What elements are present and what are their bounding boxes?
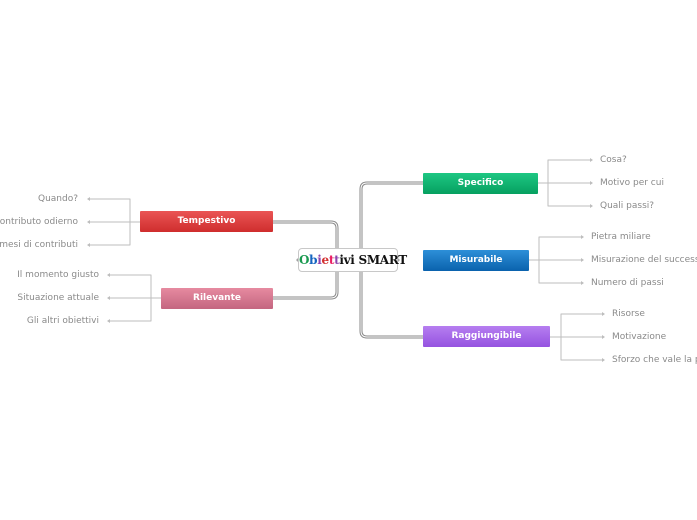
branch-misurabile[interactable]: Misurabile [423, 250, 529, 271]
leaf-tempestivo-mesi[interactable]: 6 mesi di contributi [0, 240, 78, 250]
central-letter: i [317, 253, 322, 267]
leaf-specifico-passi[interactable]: Quali passi? [600, 201, 655, 211]
branch-specifico[interactable]: Specifico [423, 173, 538, 194]
branch-rilevante[interactable]: Rilevante [161, 288, 273, 309]
central-topic[interactable]: Obiettivi SMART [298, 248, 407, 272]
central-letter: e [321, 253, 330, 267]
central-letter: ivi [339, 253, 355, 267]
leaf-specifico-cosa[interactable]: Cosa? [600, 155, 627, 165]
main-connector-right [359, 181, 425, 339]
leaf-raggiungibile-sforzo[interactable]: Sforzo che vale la pena [612, 355, 697, 365]
central-letter: SMART [358, 253, 407, 267]
specifico-leaf-connectors [89, 159, 603, 361]
leaf-tempestivo-contributo[interactable]: Contributo odierno [0, 217, 78, 227]
leaf-misurabile-numero[interactable]: Numero di passi [591, 278, 664, 288]
leaf-tempestivo-quando[interactable]: Quando? [37, 194, 78, 204]
leaf-rilevante-situazione[interactable]: Situazione attuale [17, 293, 99, 303]
leaf-rilevante-obiettivi[interactable]: Gli altri obiettivi [26, 316, 99, 326]
branch-tempestivo[interactable]: Tempestivo [140, 211, 273, 232]
leaf-misurabile-pietra[interactable]: Pietra miliare [591, 232, 651, 242]
branch-raggiungibile[interactable]: Raggiungibile [423, 326, 550, 347]
leaf-rilevante-momento[interactable]: Il momento giusto [17, 270, 99, 280]
leaf-arrowheads [87, 158, 605, 362]
main-connector-left [271, 220, 339, 300]
leaf-misurabile-misurazione[interactable]: Misurazione del successo [591, 255, 697, 265]
leaf-raggiungibile-risorse[interactable]: Risorse [612, 309, 645, 319]
central-letter: b [309, 253, 318, 267]
central-letter: t [334, 253, 340, 267]
central-letter: t [328, 253, 335, 267]
central-letter: O [299, 253, 310, 267]
leaf-specifico-motivo[interactable]: Motivo per cui [600, 178, 664, 188]
leaf-raggiungibile-motivazione[interactable]: Motivazione [612, 332, 667, 342]
